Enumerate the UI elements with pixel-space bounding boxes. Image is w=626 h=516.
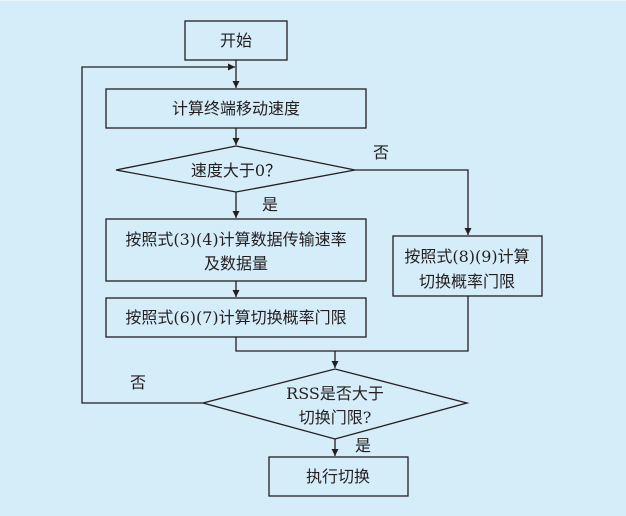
edge-speed-check-no bbox=[355, 169, 472, 235]
node-calc-prob-89-label-line1: 按照式(8)(9)计算 bbox=[404, 247, 529, 266]
node-calc-rate-label-line2: 及数据量 bbox=[204, 254, 268, 273]
node-rss-check bbox=[200, 368, 470, 440]
node-speed-check bbox=[115, 145, 356, 193]
node-rss-check-label-line2: 切换门限? bbox=[299, 408, 372, 427]
node-start-label: 开始 bbox=[220, 31, 252, 50]
node-execute bbox=[268, 456, 409, 497]
edge-label-rss-yes: 是 bbox=[355, 436, 371, 455]
edge-rss-check-no-loop bbox=[81, 63, 235, 404]
node-calc-rate-label-line1: 按照式(3)(4)计算数据传输速率 bbox=[125, 230, 346, 249]
edge-label-speed-no: 否 bbox=[373, 143, 389, 162]
node-speed-check-label: 速度大于0？ bbox=[191, 161, 281, 180]
edge-label-speed-yes: 是 bbox=[262, 195, 278, 214]
node-calc-prob-67-label: 按照式(6)(7)计算切换概率门限 bbox=[125, 308, 346, 327]
edge-calc-prob-67-to-merge bbox=[235, 337, 335, 352]
node-calc-speed-label: 计算终端移动速度 bbox=[172, 99, 300, 118]
edge-label-rss-no: 否 bbox=[130, 373, 146, 392]
node-calc-rate bbox=[105, 218, 367, 282]
node-calc-prob-67 bbox=[105, 297, 367, 338]
node-calc-prob-89-label-line2: 切换概率门限 bbox=[419, 272, 515, 291]
node-execute-label: 执行切换 bbox=[306, 467, 370, 486]
node-rss-check-label-line1: RSS是否大于 bbox=[286, 384, 384, 403]
node-start bbox=[184, 20, 288, 61]
node-calc-prob-89 bbox=[392, 235, 543, 297]
edge-calc-prob-89-to-merge bbox=[335, 296, 469, 352]
top-border-line bbox=[0, 0, 626, 1]
node-calc-speed bbox=[105, 88, 367, 129]
